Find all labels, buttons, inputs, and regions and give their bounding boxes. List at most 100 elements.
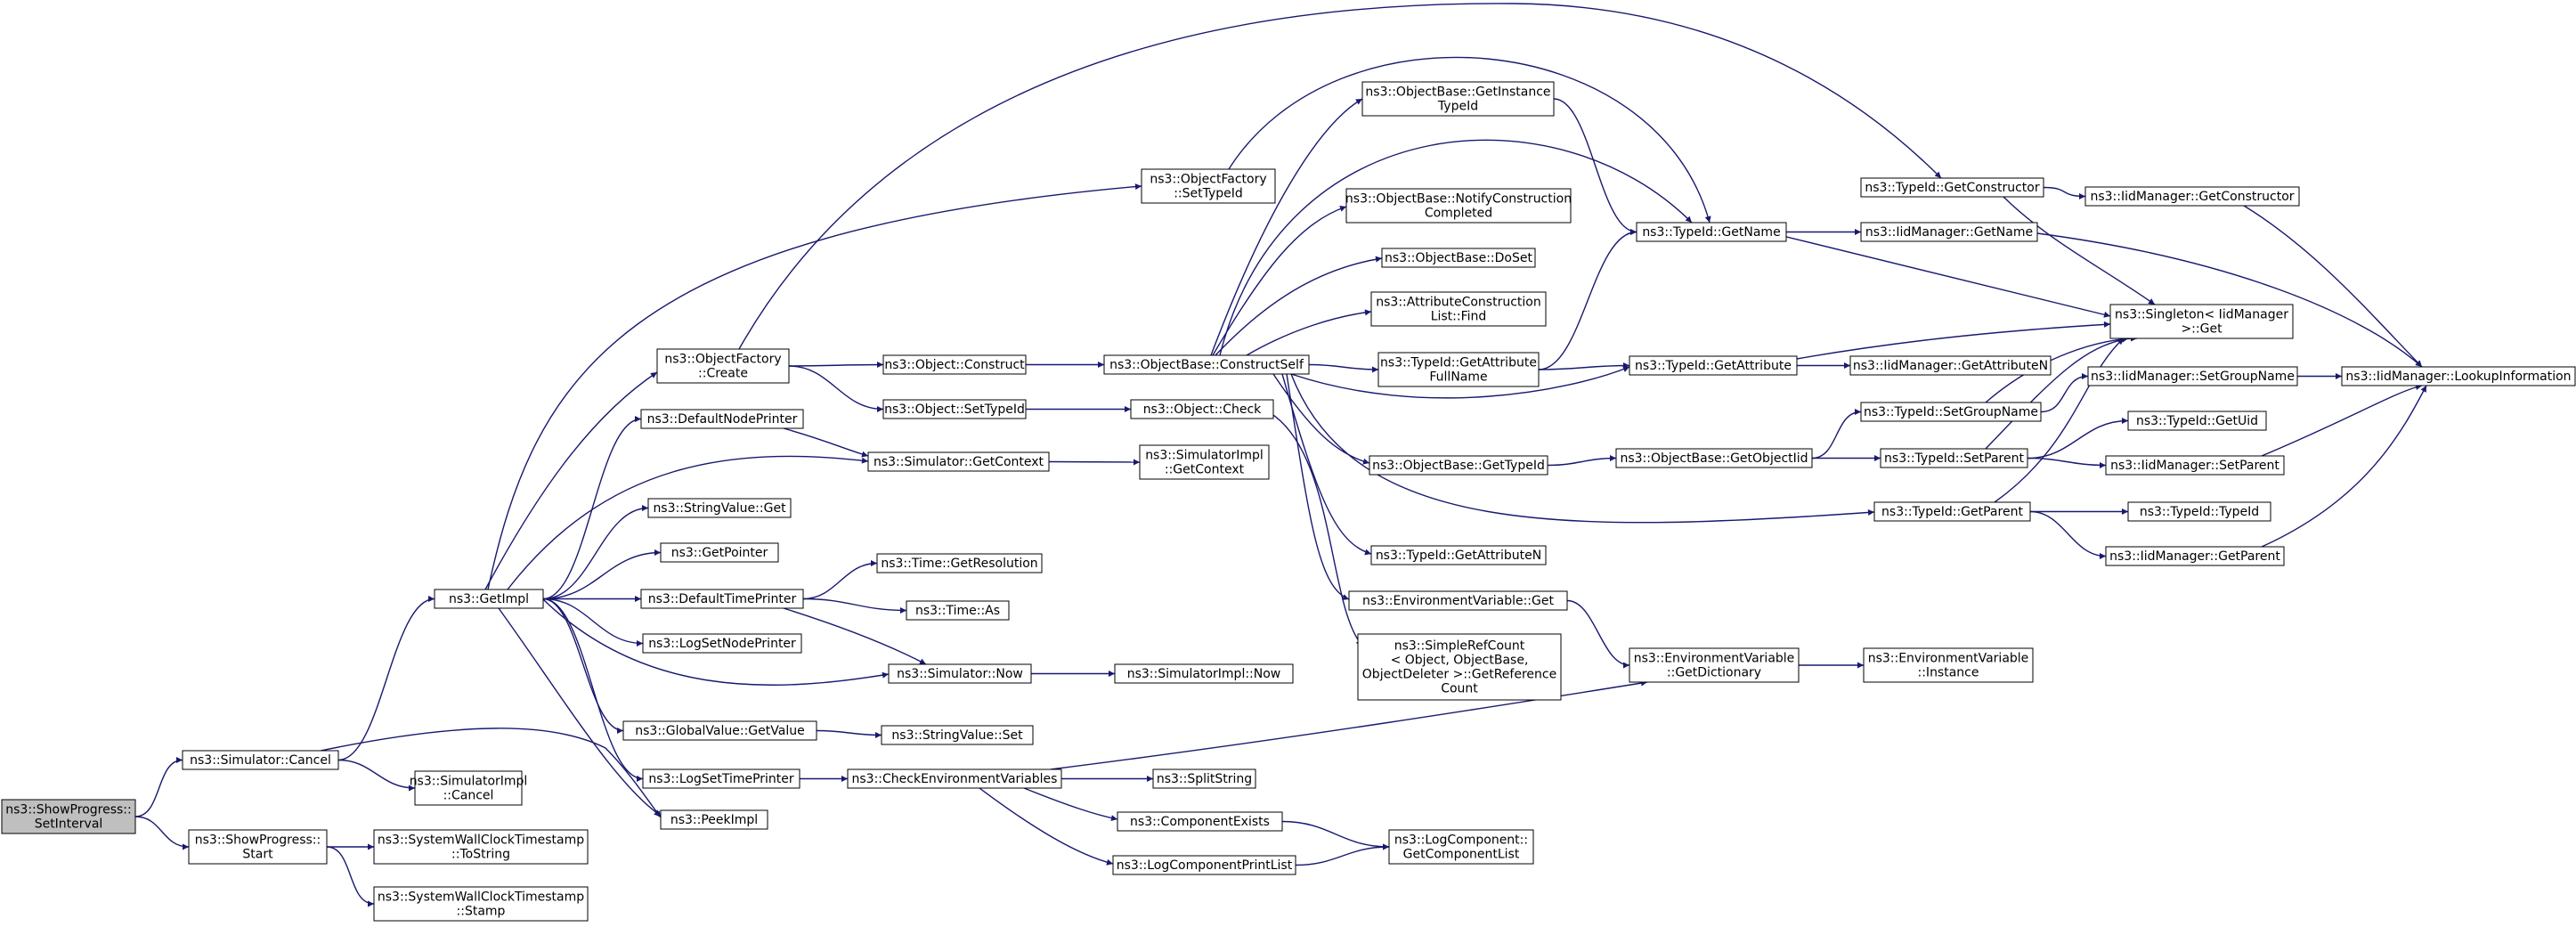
node-label: ns3::DefaultTimePrinter	[648, 592, 797, 606]
node-compexists[interactable]: ns3::ComponentExists	[1117, 811, 1283, 832]
edge-ofcreate-to-objconstruct	[788, 362, 884, 369]
node-splitstring[interactable]: ns3::SplitString	[1152, 768, 1256, 789]
node-box	[182, 750, 339, 770]
node-box	[2127, 501, 2271, 522]
node-obgetobjectiid[interactable]: ns3::ObjectBase::GetObjectIid	[1615, 448, 1813, 468]
node-tidgetuid[interactable]: ns3::TypeId::GetUid	[2127, 411, 2267, 431]
node-getpointer[interactable]: ns3::GetPointer	[660, 542, 779, 563]
node-tidgetparent[interactable]: ns3::TypeId::GetParent	[1873, 501, 2031, 522]
node-label: ::Cancel	[443, 789, 494, 803]
node-box	[1873, 501, 2031, 522]
node-iidsetparent[interactable]: ns3::IidManager::SetParent	[2105, 455, 2285, 476]
edge-simcancel-to-simimplcancel	[337, 759, 416, 792]
node-simimplgetctx[interactable]: ns3::SimulatorImpl::GetContext	[1139, 444, 1270, 480]
node-box	[1629, 355, 1798, 376]
node-strvalset[interactable]: ns3::StringValue::Set	[881, 725, 1034, 745]
node-objconstruct[interactable]: ns3::Object::Construct	[882, 354, 1027, 375]
node-iidsetgroupname[interactable]: ns3::IidManager::SetGroupName	[2087, 366, 2298, 386]
node-tidgetattr[interactable]: ns3::TypeId::GetAttribute	[1629, 355, 1798, 376]
node-label: ns3::ObjectBase::GetObjectIid	[1620, 451, 1808, 466]
node-iidgetconstructor[interactable]: ns3::IidManager::GetConstructor	[2084, 186, 2300, 207]
node-box	[1377, 352, 1540, 387]
node-iidlookup[interactable]: ns3::IidManager::LookupInformation	[2341, 366, 2576, 386]
node-obnotify[interactable]: ns3::ObjectBase::NotifyConstructionCompl…	[1345, 188, 1572, 224]
node-tidgetconstructor[interactable]: ns3::TypeId::GetConstructor	[1860, 177, 2044, 198]
node-box	[188, 829, 328, 865]
node-singletonget[interactable]: ns3::Singleton< IidManager>::Get	[2109, 304, 2294, 339]
node-simnow[interactable]: ns3::Simulator::Now	[888, 663, 1032, 684]
node-defnodeprinter[interactable]: ns3::DefaultNodePrinter	[640, 409, 804, 429]
node-iidgetname[interactable]: ns3::IidManager::GetName	[1860, 222, 2038, 242]
node-tidsetgroupname[interactable]: ns3::TypeId::SetGroupName	[1860, 402, 2042, 422]
node-label: ns3::IidManager::SetGroupName	[2091, 370, 2295, 384]
node-deftimeprinter[interactable]: ns3::DefaultTimePrinter	[640, 589, 804, 609]
node-box	[2109, 304, 2294, 339]
edge-gvgetvalue-to-strvalset	[816, 729, 882, 738]
node-box	[2105, 546, 2285, 566]
node-logsetnodeprinter[interactable]: ns3::LogSetNodePrinter	[642, 633, 802, 654]
node-obconstructself[interactable]: ns3::ObjectBase::ConstructSelf	[1103, 354, 1310, 375]
node-box	[2341, 366, 2576, 386]
node-label: ::Stamp	[457, 905, 506, 919]
node-box	[622, 720, 817, 741]
node-tidgetattrn[interactable]: ns3::TypeId::GetAttributeN	[1370, 545, 1547, 565]
node-envget[interactable]: ns3::EnvironmentVariable::Get	[1348, 590, 1568, 611]
node-ofcreate[interactable]: ns3::ObjectFactory::Create	[656, 348, 790, 384]
edge-obconstructself-to-obgetinstancetid	[1210, 98, 1363, 356]
node-root[interactable]: ns3::ShowProgress::SetInterval	[1, 799, 136, 834]
node-simimplnow[interactable]: ns3::SimulatorImpl::Now	[1114, 663, 1294, 684]
node-swcstamp[interactable]: ns3::SystemWallClockTimestamp::Stamp	[373, 886, 589, 922]
node-box	[1636, 222, 1787, 242]
node-box	[1863, 647, 2034, 683]
node-simimplcancel[interactable]: ns3::SimulatorImpl::Cancel	[410, 770, 528, 806]
node-label: ns3::LogSetTimePrinter	[648, 772, 794, 786]
node-gvgetvalue[interactable]: ns3::GlobalValue::GetValue	[622, 720, 817, 741]
node-simgetcontext[interactable]: ns3::Simulator::GetContext	[867, 451, 1050, 472]
node-label: ::Instance	[1918, 666, 1979, 680]
edge-getimpl-to-simgetcontext	[507, 455, 869, 590]
node-tidtypeid[interactable]: ns3::TypeId::TypeId	[2127, 501, 2271, 522]
node-timegetres[interactable]: ns3::Time::GetResolution	[876, 553, 1043, 573]
edge-objcheck-to-simplerefcount	[1264, 409, 1363, 646]
node-box	[1615, 448, 1813, 468]
node-box	[1139, 444, 1270, 480]
node-label: ns3::TypeId::GetAttribute	[1380, 356, 1537, 370]
edge-getimpl-to-peekimpl	[498, 607, 662, 817]
node-label: ns3::TypeId::SetGroupName	[1864, 405, 2038, 419]
node-box	[882, 354, 1027, 375]
node-spstart[interactable]: ns3::ShowProgress::Start	[188, 829, 328, 865]
node-label: ns3::ShowProgress::	[195, 833, 321, 848]
node-iidgetparent[interactable]: ns3::IidManager::GetParent	[2105, 546, 2285, 566]
edges-layer	[134, 3, 2427, 907]
node-simcancel[interactable]: ns3::Simulator::Cancel	[182, 750, 339, 770]
node-iidgetattrn[interactable]: ns3::IidManager::GetAttributeN	[1849, 355, 2052, 376]
node-box	[1114, 663, 1294, 684]
edge-checkenv-to-compexists	[1023, 787, 1118, 822]
node-checkenv[interactable]: ns3::CheckEnvironmentVariables	[847, 768, 1062, 789]
node-logcompgetlist[interactable]: ns3::LogComponent::GetComponentList	[1388, 829, 1534, 865]
node-label: ns3::ObjectFactory	[664, 353, 781, 367]
node-objsettypeid[interactable]: ns3::Object::SetTypeId	[882, 399, 1027, 419]
node-logsettimeprinter[interactable]: ns3::LogSetTimePrinter	[642, 768, 800, 789]
node-envinstance[interactable]: ns3::EnvironmentVariable::Instance	[1863, 647, 2034, 683]
node-envgetdict[interactable]: ns3::EnvironmentVariable::GetDictionary	[1629, 647, 1800, 683]
node-label: ns3::CheckEnvironmentVariables	[852, 772, 1058, 786]
node-swctostring[interactable]: ns3::SystemWallClockTimestamp::ToString	[373, 829, 589, 865]
node-getimpl[interactable]: ns3::GetImpl	[434, 589, 544, 609]
node-strvalget[interactable]: ns3::StringValue::Get	[647, 498, 792, 518]
node-ofsettypeid[interactable]: ns3::ObjectFactory::SetTypeId	[1141, 168, 1276, 204]
node-peekimpl[interactable]: ns3::PeekImpl	[660, 809, 768, 830]
node-obdoset[interactable]: ns3::ObjectBase::DoSet	[1381, 248, 1536, 268]
node-timeas[interactable]: ns3::Time::As	[906, 600, 1010, 621]
node-obgettypeid[interactable]: ns3::ObjectBase::GetTypeId	[1369, 455, 1548, 476]
node-simplerefcount[interactable]: ns3::SimpleRefCount< Object, ObjectBase,…	[1357, 633, 1562, 701]
node-tidgetname[interactable]: ns3::TypeId::GetName	[1636, 222, 1787, 242]
node-logcompprintlist[interactable]: ns3::LogComponentPrintList	[1112, 855, 1296, 875]
node-tidsetparent[interactable]: ns3::TypeId::SetParent	[1880, 448, 2028, 468]
edge-obconstructself-to-tidgetattrn	[1281, 373, 1372, 556]
node-label: ns3::ObjectBase::DoSet	[1385, 251, 1532, 265]
node-objcheck[interactable]: ns3::Object::Check	[1130, 399, 1274, 419]
